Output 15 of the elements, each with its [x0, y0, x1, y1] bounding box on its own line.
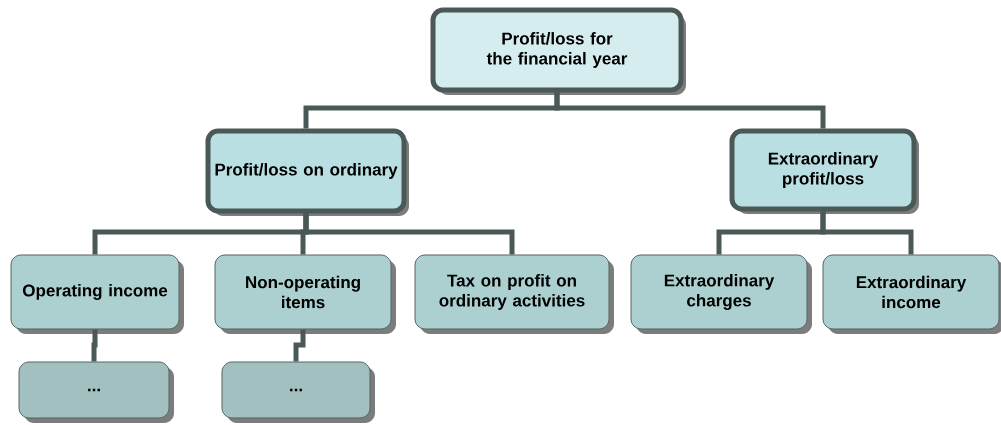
placeholder-box: ... [18, 361, 174, 423]
category-box: Profit/loss on ordinary [205, 128, 409, 216]
connector [554, 92, 826, 129]
connector [293, 329, 306, 362]
item-box: Extraordinary charges [630, 254, 812, 334]
item-box: Non-operating items [214, 254, 396, 334]
placeholder-box: ... [221, 361, 375, 423]
category-box: Extraordinary profit/loss [729, 128, 919, 214]
item-box: Tax on profit on ordinary activities [414, 254, 614, 334]
item-box: Operating income [10, 254, 184, 334]
connector [303, 213, 515, 255]
connector [820, 211, 914, 255]
item-box: Extraordinary income [822, 254, 1001, 334]
summary-box: Profit/loss for the financial year [430, 7, 686, 95]
connector [91, 329, 98, 362]
